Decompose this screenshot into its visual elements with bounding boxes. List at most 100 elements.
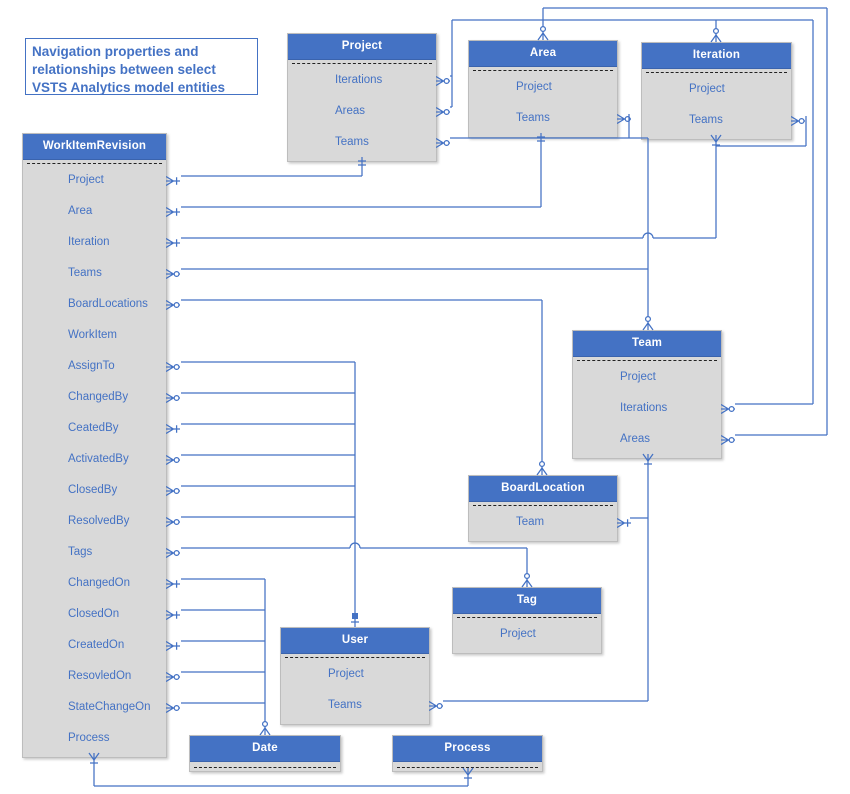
field-label: StateChangeOn — [68, 701, 151, 713]
field-row: ResovledOn — [23, 661, 180, 692]
field-row: Team — [469, 507, 631, 538]
entity-box-tag: Tag Project — [452, 587, 602, 654]
field-label: Team — [516, 516, 545, 528]
field-label: ResovledOn — [68, 670, 132, 682]
crowfoot-circle-icon — [617, 113, 631, 124]
crowfoot-tick-icon — [166, 640, 180, 651]
crowfoot-tick-icon — [166, 206, 180, 217]
field-label: WorkItem — [68, 329, 117, 341]
field-label: ChangedBy — [68, 391, 129, 403]
field-label: ChangedOn — [68, 577, 131, 589]
field-row: BoardLocations — [23, 289, 180, 320]
field-label: Process — [68, 732, 110, 744]
field-row: WorkItem — [23, 320, 166, 351]
field-row: Teams — [642, 105, 805, 136]
field-row: ClosedOn — [23, 599, 180, 630]
field-label: Teams — [335, 136, 369, 148]
crowfoot-circle-icon — [436, 137, 450, 148]
entity-title-workitemrevision: WorkItemRevision — [23, 134, 166, 160]
crowfoot-circle-icon — [166, 671, 180, 682]
field-label: Project — [500, 628, 536, 640]
field-label: BoardLocations — [68, 298, 148, 310]
field-row: Project — [573, 362, 721, 393]
field-row: ClosedBy — [23, 475, 180, 506]
field-label: ClosedOn — [68, 608, 120, 620]
crowfoot-circle-icon — [166, 547, 180, 558]
field-label: CeatedBy — [68, 422, 119, 434]
field-label: Teams — [328, 699, 362, 711]
crowfoot-tick-icon — [166, 578, 180, 589]
field-label: Project — [689, 83, 725, 95]
crowfoot-circle-icon — [721, 403, 735, 414]
field-label: Areas — [620, 433, 651, 445]
field-row: Teams — [288, 127, 450, 158]
field-label: Project — [68, 174, 104, 186]
crowfoot-circle-icon — [166, 268, 180, 279]
entity-title-date: Date — [190, 736, 340, 762]
crowfoot-tick-icon — [166, 175, 180, 186]
crowfoot-tick-icon — [166, 237, 180, 248]
field-row: Project — [469, 72, 617, 103]
crowfoot-circle-icon — [429, 700, 443, 711]
field-row: Iterations — [573, 393, 735, 424]
field-row: Project — [453, 619, 601, 650]
field-row: Area — [23, 196, 180, 227]
crowfoot-circle-icon — [166, 516, 180, 527]
entity-title-area: Area — [469, 41, 617, 67]
entity-title-project: Project — [288, 34, 436, 60]
crowfoot-tick-icon — [617, 517, 631, 528]
crowfoot-circle-icon — [166, 299, 180, 310]
entity-box-area: Area Project Teams — [468, 40, 631, 138]
field-label: Iterations — [620, 402, 668, 414]
entity-title-tag: Tag — [453, 588, 601, 614]
field-label: Area — [68, 205, 93, 217]
field-label: Teams — [68, 267, 102, 279]
field-row: Project — [23, 165, 180, 196]
entity-box-process: Process — [392, 735, 543, 772]
entity-box-user: User Project Teams — [280, 627, 443, 725]
crowfoot-circle-icon — [166, 454, 180, 465]
field-row: StateChangeOn — [23, 692, 180, 723]
field-label: AssignTo — [68, 360, 115, 372]
field-row: Iteration — [23, 227, 180, 258]
field-label: Project — [620, 371, 656, 383]
entity-title-process: Process — [393, 736, 542, 762]
field-row: Project — [281, 659, 429, 690]
crowfoot-tick-icon — [166, 609, 180, 620]
field-row: Project — [642, 74, 791, 105]
field-row: Areas — [288, 96, 450, 127]
field-row: ChangedOn — [23, 568, 180, 599]
field-row: ResolvedBy — [23, 506, 180, 537]
crowfoot-circle-icon — [436, 75, 450, 86]
entity-box-project: Project Iterations Areas Teams — [287, 33, 450, 162]
entity-title-user: User — [281, 628, 429, 654]
field-row: CreatedOn — [23, 630, 180, 661]
entity-box-iteration: Iteration Project Teams — [641, 42, 805, 140]
field-row: ChangedBy — [23, 382, 180, 413]
field-label: Tags — [68, 546, 93, 558]
field-row: Teams — [281, 690, 443, 721]
field-label: ResolvedBy — [68, 515, 130, 527]
entity-box-workitemrevision: WorkItemRevision Project Area Iteration … — [22, 133, 180, 758]
entity-title-team: Team — [573, 331, 721, 357]
divider — [285, 654, 425, 658]
entity-box-boardlocation: BoardLocation Team — [468, 475, 631, 542]
divider — [27, 160, 162, 164]
field-label: Teams — [689, 114, 723, 126]
crowfoot-circle-icon — [166, 702, 180, 713]
field-label: Project — [328, 668, 364, 680]
entity-title-iteration: Iteration — [642, 43, 791, 69]
field-row: Areas — [573, 424, 735, 455]
field-row: AssignTo — [23, 351, 180, 382]
crowfoot-circle-icon — [721, 434, 735, 445]
field-row: Iterations — [288, 65, 450, 96]
field-label: ActivatedBy — [68, 453, 129, 465]
divider — [292, 60, 432, 64]
field-label: Iteration — [68, 236, 110, 248]
field-label: ClosedBy — [68, 484, 118, 496]
crowfoot-tick-icon — [166, 423, 180, 434]
field-row: Tags — [23, 537, 180, 568]
entity-box-date: Date — [189, 735, 341, 772]
field-row: CeatedBy — [23, 413, 180, 444]
entity-box-team: Team Project Iterations Areas — [572, 330, 735, 459]
